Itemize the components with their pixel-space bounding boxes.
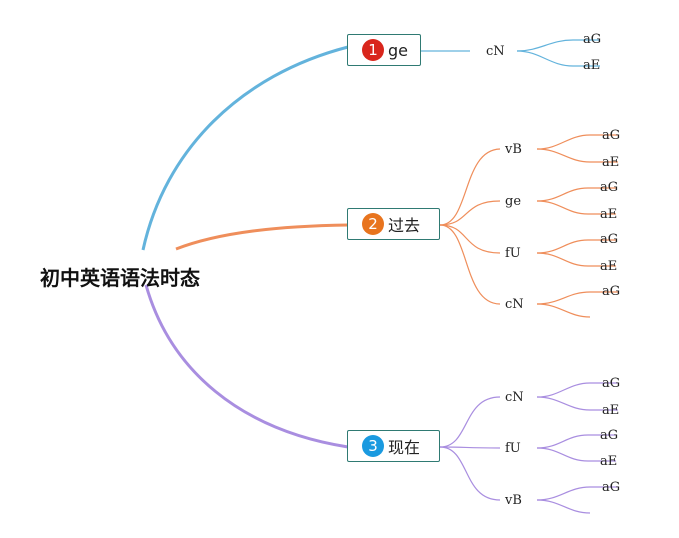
number-1-badge-icon: 1 [362,39,384,61]
subtopic-label[interactable]: cN [505,297,524,312]
b2-ge-leaf2 [536,200,616,215]
branch-label: 过去 [388,216,421,235]
subtopic-label[interactable]: cN [486,44,505,59]
subtopic-label[interactable]: cN [505,390,524,405]
leaf-label[interactable]: aG [600,180,619,195]
leaf-label[interactable]: aE [600,207,618,222]
b2-cn-leaf1 [536,291,618,305]
b3-fu-leaf2 [536,447,616,462]
leaf-label[interactable]: aG [602,284,621,299]
leaf-label[interactable]: aE [600,454,618,469]
branch2-link-fu [439,224,501,254]
subtopic-label[interactable]: vB [505,142,522,157]
branch-node-3[interactable]: 3 现在 [347,430,440,462]
leaf-label[interactable]: aE [602,155,620,170]
b3-cn-leaf1 [536,382,618,398]
branch1-leaf-link-ag [516,39,600,52]
root-link-3 [144,284,349,449]
branch-label: ge [388,40,408,60]
branch3-link-fu [439,446,501,449]
b2-ge-leaf1 [536,187,616,202]
leaf-label[interactable]: aE [602,403,620,418]
number-2-badge-icon: 2 [362,213,384,235]
branch3-link-cn [439,396,501,448]
b2-cn-leaf2 [536,303,591,318]
branch2-link-vb [439,148,501,226]
root-link-1 [141,45,349,251]
b3-cn-leaf2 [536,396,618,411]
leaf-label[interactable]: aG [583,32,602,47]
leaf-label[interactable]: aE [600,259,618,274]
subtopic-label[interactable]: fU [505,246,521,261]
leaf-label[interactable]: aG [602,480,621,495]
leaf-label[interactable]: aG [600,428,619,443]
branch3-link-vb [439,446,501,501]
root-topic[interactable]: 初中英语语法时态 [40,266,200,290]
branch-node-2[interactable]: 2 过去 [347,208,440,240]
b3-vb-leaf2 [536,499,591,514]
leaf-label[interactable]: aE [583,58,601,73]
b2-vb-leaf2 [536,148,618,163]
leaf-label[interactable]: aG [602,128,621,143]
branch2-link-ge [439,200,501,226]
subtopic-label[interactable]: fU [505,441,521,456]
root-link-2 [175,223,349,251]
branch2-link-cn [439,224,501,305]
b3-vb-leaf1 [536,486,618,501]
b3-fu-leaf1 [536,434,616,449]
branch-node-1[interactable]: 1 ge [347,34,421,66]
number-3-badge-icon: 3 [362,435,384,457]
b2-fu-leaf1 [536,239,616,254]
b2-vb-leaf1 [536,134,618,150]
branch1-leaf-link-ae [516,50,600,67]
branch-label: 现在 [388,438,421,457]
leaf-label[interactable]: aG [600,232,619,247]
b2-fu-leaf2 [536,252,616,267]
subtopic-label[interactable]: ge [505,194,522,209]
subtopic-label[interactable]: vB [505,493,522,508]
leaf-label[interactable]: aG [602,376,621,391]
